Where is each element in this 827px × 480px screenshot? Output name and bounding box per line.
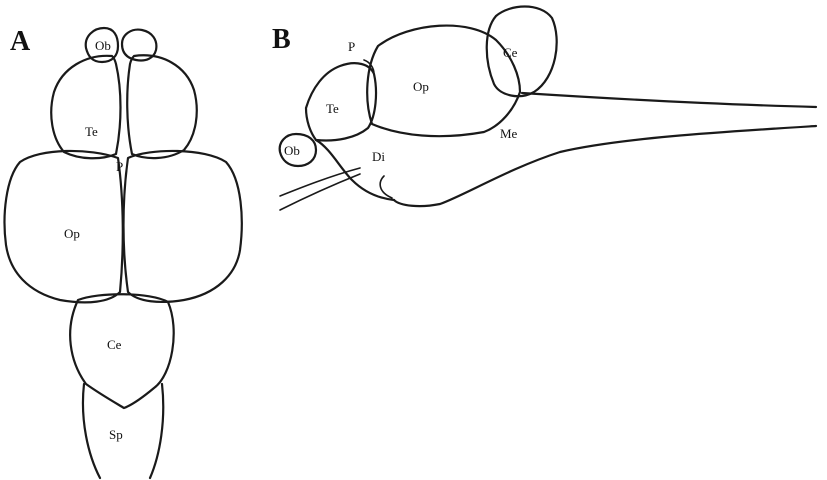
panel-a-olfactory-bulb-left <box>84 26 120 64</box>
panel-b-optic-tectum <box>366 24 522 138</box>
panel-a-label-ce: Ce <box>107 337 122 352</box>
panel-b-pineal-mark <box>363 59 375 75</box>
panel-b-di-notch <box>379 175 393 199</box>
panel-b-label-op: Op <box>413 79 429 94</box>
panel-a-label-ob: Ob <box>95 38 111 53</box>
panel-a-cerebellum <box>69 293 175 410</box>
panel-b-label-di: Di <box>372 149 385 164</box>
panel-b-telencephalon <box>304 62 378 142</box>
panel-a-telencephalon-left <box>50 54 122 160</box>
panel-a-label-sp: Sp <box>109 427 123 442</box>
panel-a: A Ob Te P Op Ce Sp <box>3 26 243 480</box>
panel-b-optic-nerve-1 <box>279 167 361 197</box>
panel-b-medulla <box>392 91 818 208</box>
panel-b-optic-nerve-2 <box>279 173 361 211</box>
panel-a-optic-tectum-left <box>3 149 124 304</box>
panel-b-label-p: P <box>348 39 355 54</box>
panel-b-label-te: Te <box>326 101 339 116</box>
panel-a-label-te: Te <box>85 124 98 139</box>
panel-a-olfactory-bulb-right <box>120 28 158 62</box>
panel-a-spinal-cord <box>81 382 165 480</box>
panel-a-telencephalon-right <box>126 54 198 160</box>
panel-a-label-op: Op <box>64 226 80 241</box>
panel-b-label-ob: Ob <box>284 143 300 158</box>
panel-a-label-p: P <box>116 159 123 174</box>
panel-b-letter: B <box>272 24 291 55</box>
panel-a-letter: A <box>10 26 31 57</box>
panel-b-cerebellum <box>485 5 558 98</box>
panel-b-olfactory-bulb <box>278 132 318 168</box>
panel-a-optic-tectum-right <box>122 149 243 303</box>
panel-b-label-me: Me <box>500 126 518 141</box>
panel-b-diencephalon <box>314 138 396 202</box>
panel-b: B P Ce Op Te Me Ob Di <box>272 5 818 211</box>
panel-b-label-ce: Ce <box>503 45 518 60</box>
